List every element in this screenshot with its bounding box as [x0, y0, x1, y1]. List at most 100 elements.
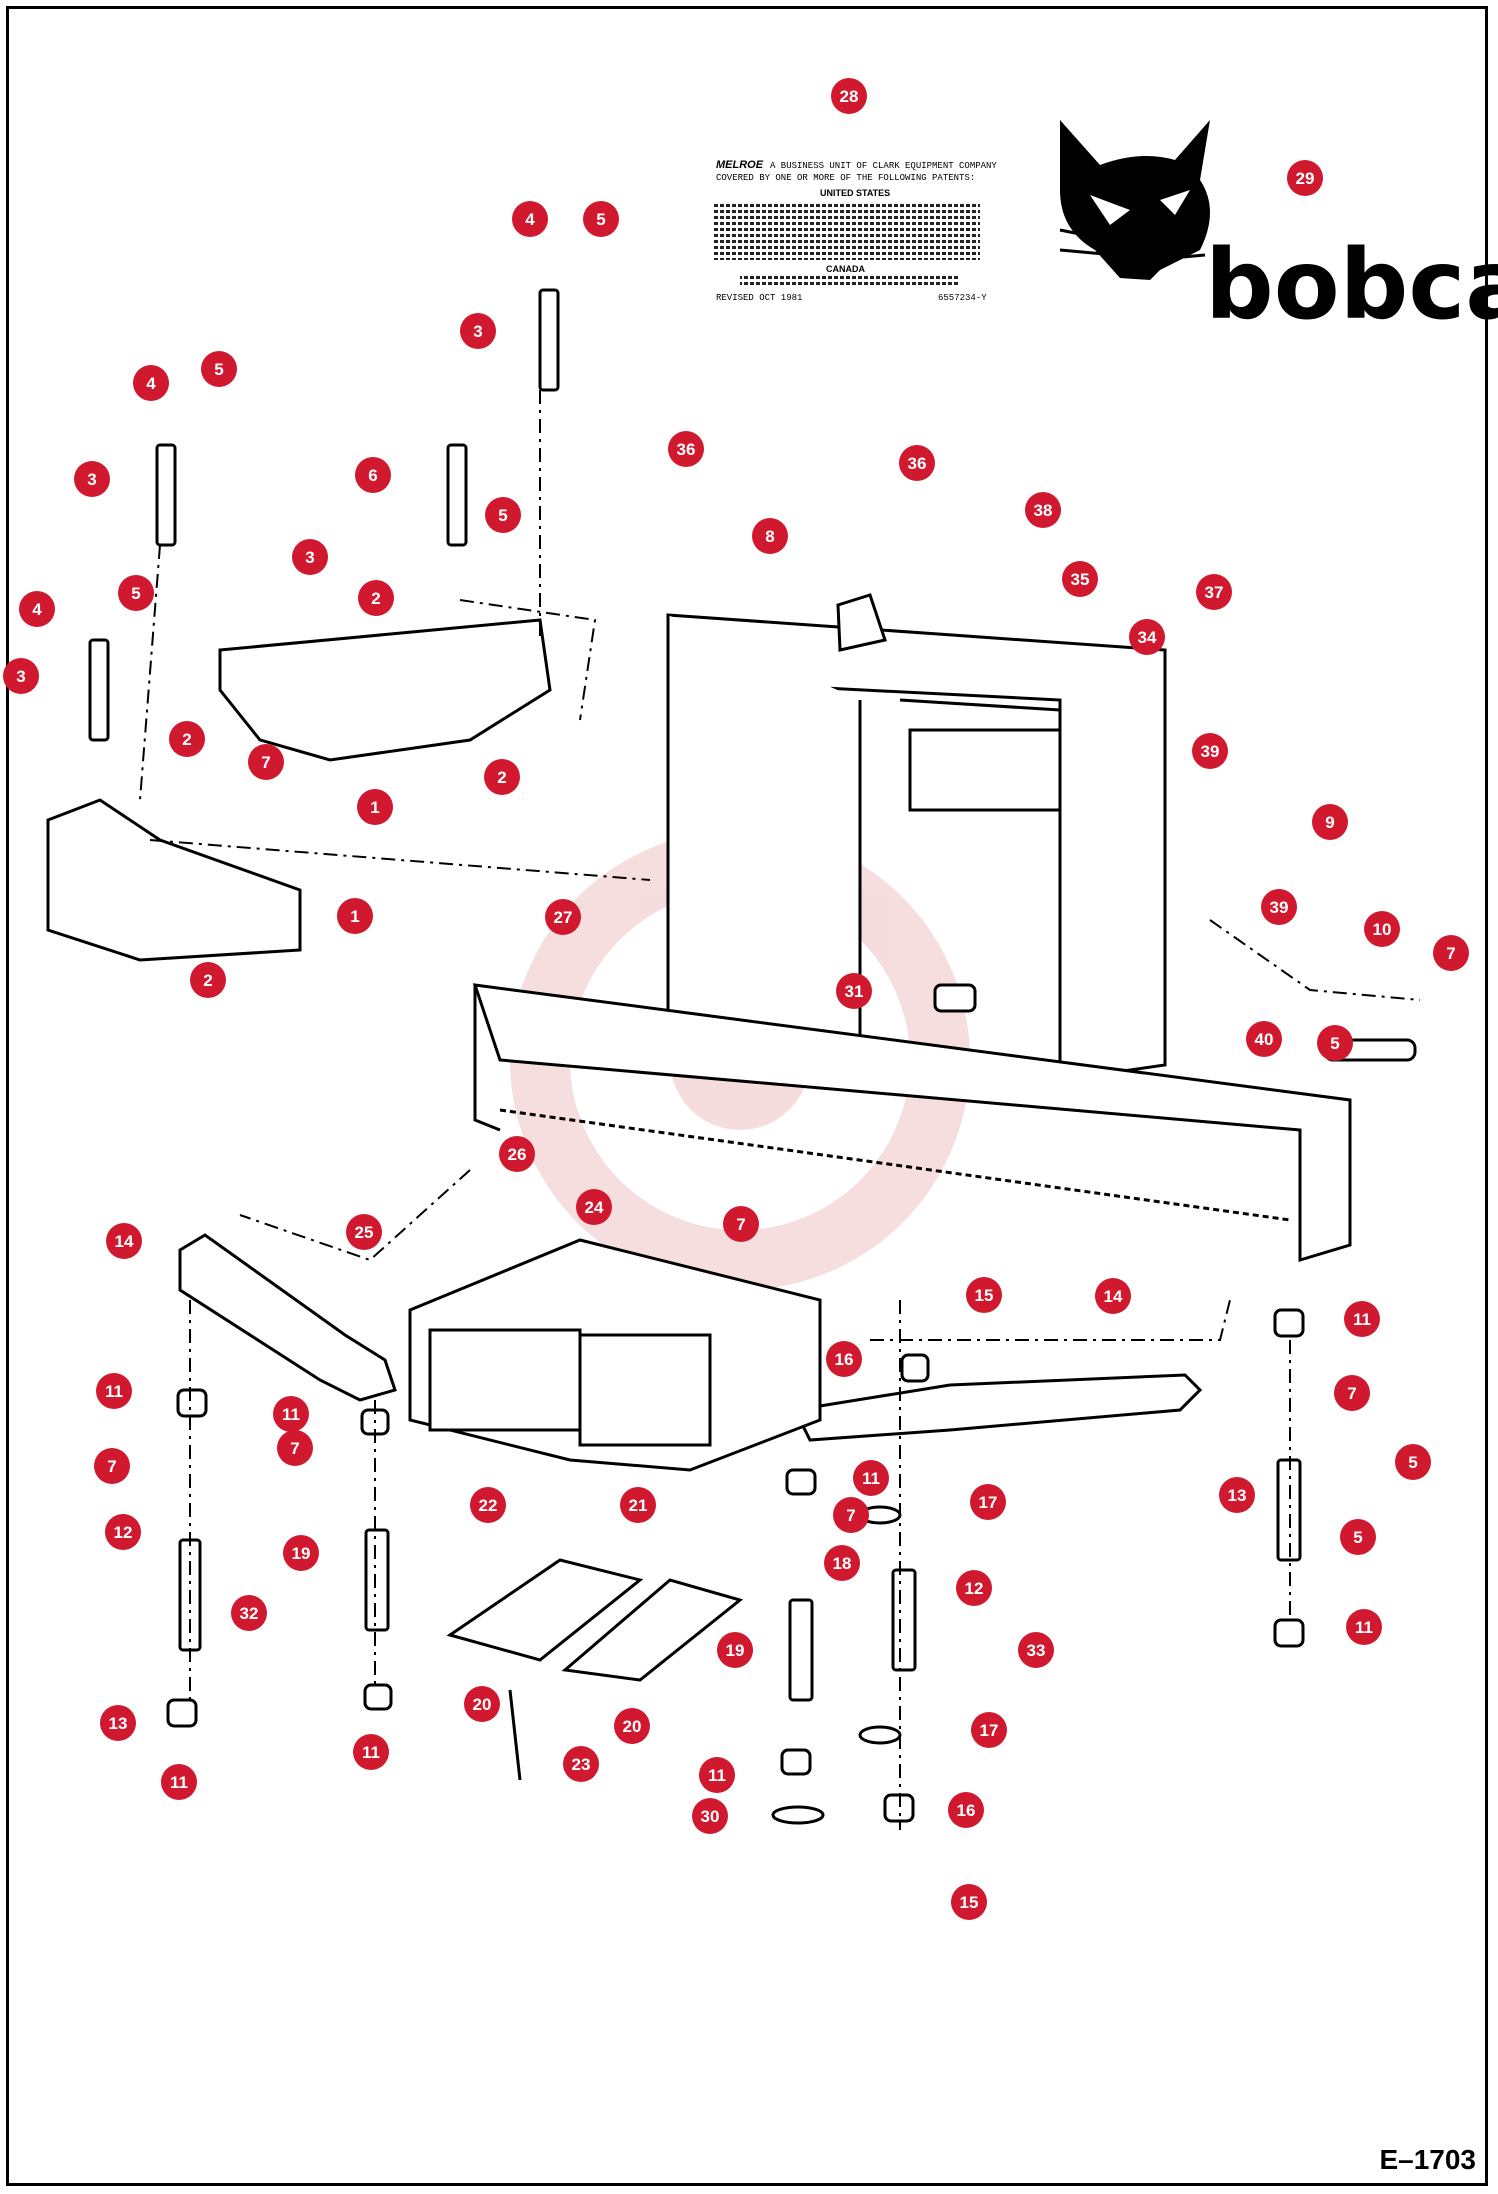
callout-number: 3 — [305, 548, 314, 567]
callout-circle — [231, 1595, 267, 1631]
callout-badge-1: 1 — [357, 789, 393, 825]
callout-number: 5 — [214, 360, 223, 379]
callout-badge-5: 5 — [201, 351, 237, 387]
callout-number: 5 — [596, 210, 605, 229]
callout-circle — [951, 1884, 987, 1920]
callout-circle — [1196, 574, 1232, 610]
callout-badge-2: 2 — [169, 721, 205, 757]
callout-number: 31 — [845, 982, 864, 1001]
callout-number: 7 — [1347, 1384, 1356, 1403]
callout-circle — [337, 898, 373, 934]
callout-number: 26 — [508, 1145, 527, 1164]
base-platform-part — [472, 983, 1352, 1263]
callout-badge-7: 7 — [277, 1430, 313, 1466]
callout-number: 4 — [146, 374, 156, 393]
callout-number: 19 — [292, 1544, 311, 1563]
callout-badge-17: 17 — [971, 1712, 1007, 1748]
callout-circle — [966, 1277, 1002, 1313]
callout-circle — [752, 518, 788, 554]
callout-number: 17 — [979, 1493, 998, 1512]
callout-badge-11: 11 — [96, 1373, 132, 1409]
callout-circle — [273, 1396, 309, 1432]
callout-circle — [692, 1798, 728, 1834]
callout-badge-3: 3 — [74, 461, 110, 497]
callout-circle — [833, 1497, 869, 1533]
callout-number: 24 — [585, 1198, 604, 1217]
callout-number: 5 — [1408, 1453, 1417, 1472]
callout-number: 13 — [1228, 1486, 1247, 1505]
callout-badge-3: 3 — [460, 313, 496, 349]
callout-number: 2 — [497, 768, 506, 787]
callout-badge-20: 20 — [464, 1686, 500, 1722]
callout-circle — [1062, 561, 1098, 597]
decal-part-no: 6557234-Y — [938, 293, 987, 303]
callout-circle — [190, 962, 226, 998]
callout-badge-3: 3 — [3, 658, 39, 694]
callout-circle — [614, 1708, 650, 1744]
callout-number: 20 — [623, 1717, 642, 1736]
callout-number: 5 — [1353, 1528, 1362, 1547]
callout-badge-39: 39 — [1261, 889, 1297, 925]
callout-badge-11: 11 — [699, 1757, 735, 1793]
callout-badge-7: 7 — [248, 744, 284, 780]
decal-revised: REVISED OCT 1981 — [716, 293, 802, 303]
callout-badge-14: 14 — [1095, 1278, 1131, 1314]
cylinder-left-part — [178, 1233, 397, 1402]
callout-circle — [826, 1341, 862, 1377]
callout-number: 6 — [368, 466, 377, 485]
callout-number: 7 — [290, 1439, 299, 1458]
callout-number: 2 — [182, 730, 191, 749]
callout-badge-7: 7 — [1334, 1375, 1370, 1411]
callout-badge-19: 19 — [283, 1535, 319, 1571]
callout-circle — [971, 1712, 1007, 1748]
callout-number: 1 — [350, 907, 359, 926]
callout-badge-32: 32 — [231, 1595, 267, 1631]
callout-circle — [1364, 911, 1400, 947]
callout-badge-14: 14 — [106, 1223, 142, 1259]
callout-circle — [3, 658, 39, 694]
callout-number: 7 — [107, 1457, 116, 1476]
decal-patent-line: COVERED BY ONE OR MORE OF THE FOLLOWING … — [716, 173, 975, 183]
callout-badge-39: 39 — [1192, 733, 1228, 769]
decal-section-ca: CANADA — [826, 264, 865, 274]
callout-badge-35: 35 — [1062, 561, 1098, 597]
callout-number: 13 — [109, 1714, 128, 1733]
callout-number: 17 — [980, 1721, 999, 1740]
callout-number: 21 — [629, 1496, 648, 1515]
callout-badge-30: 30 — [692, 1798, 728, 1834]
callout-badge-37: 37 — [1196, 574, 1232, 610]
callout-badge-33: 33 — [1018, 1632, 1054, 1668]
callout-circle — [106, 1223, 142, 1259]
callout-circle — [668, 431, 704, 467]
callout-circle — [470, 1487, 506, 1523]
callout-number: 5 — [498, 506, 507, 525]
callout-number: 18 — [833, 1554, 852, 1573]
callout-number: 32 — [240, 1604, 259, 1623]
callout-badge-20: 20 — [614, 1708, 650, 1744]
callout-number: 1 — [370, 798, 379, 817]
callout-number: 2 — [203, 971, 212, 990]
pin-part — [538, 288, 560, 392]
callout-badge-1: 1 — [337, 898, 373, 934]
callout-circle — [484, 759, 520, 795]
callout-number: 14 — [115, 1232, 134, 1251]
logo-wordmark: bobcat — [1205, 229, 1498, 341]
callout-circle — [948, 1792, 984, 1828]
callout-circle — [283, 1535, 319, 1571]
callout-circle — [620, 1487, 656, 1523]
counterweight-upper-part — [218, 618, 552, 762]
bobcat-logo: bobcat — [1059, 120, 1498, 341]
callout-circle — [201, 351, 237, 387]
callout-circle — [563, 1746, 599, 1782]
callout-circle — [357, 789, 393, 825]
callout-circle — [464, 1686, 500, 1722]
callout-badge-17: 17 — [970, 1484, 1006, 1520]
callout-number: 35 — [1071, 570, 1090, 589]
callout-badge-5: 5 — [1395, 1444, 1431, 1480]
callout-badge-23: 23 — [563, 1746, 599, 1782]
callout-circle — [1317, 1025, 1353, 1061]
callout-number: 37 — [1205, 583, 1224, 602]
callout-badge-11: 11 — [161, 1764, 197, 1800]
